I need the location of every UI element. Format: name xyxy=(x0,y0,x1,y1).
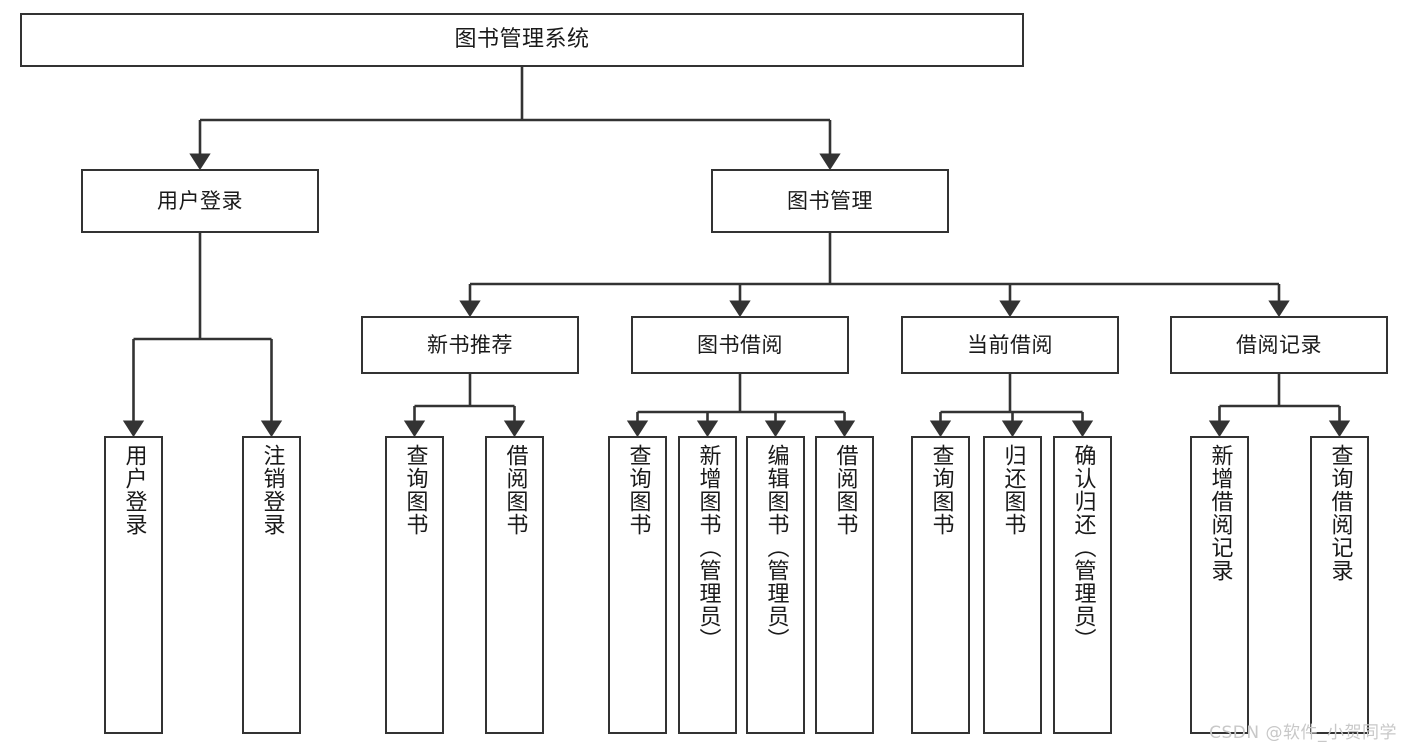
node-borrow-record[interactable]: 借阅记录 xyxy=(1170,316,1388,374)
node-label: 编辑图书（管理员） xyxy=(763,444,789,651)
node-label: 查询图书 xyxy=(928,444,954,536)
node-leaf-query-book-1[interactable]: 查询图书 xyxy=(385,436,444,734)
node-leaf-add-book[interactable]: 新增图书（管理员） xyxy=(678,436,737,734)
node-leaf-user-login[interactable]: 用户登录 xyxy=(104,436,163,734)
node-label: 新增图书（管理员） xyxy=(695,444,721,651)
node-root[interactable]: 图书管理系统 xyxy=(20,13,1024,67)
node-book-borrow[interactable]: 图书借阅 xyxy=(631,316,849,374)
node-label: 图书管理系统 xyxy=(454,27,590,53)
node-leaf-borrow-book-2[interactable]: 借阅图书 xyxy=(815,436,874,734)
node-leaf-query-book-2[interactable]: 查询图书 xyxy=(608,436,667,734)
node-book-manage[interactable]: 图书管理 xyxy=(711,169,949,233)
node-label: 归还图书 xyxy=(1000,444,1026,536)
node-leaf-add-record[interactable]: 新增借阅记录 xyxy=(1190,436,1249,734)
node-label: 图书管理 xyxy=(787,188,873,213)
node-leaf-query-record[interactable]: 查询借阅记录 xyxy=(1310,436,1369,734)
node-leaf-borrow-book-1[interactable]: 借阅图书 xyxy=(485,436,544,734)
node-current-borrow[interactable]: 当前借阅 xyxy=(901,316,1119,374)
node-label: 借阅图书 xyxy=(502,444,528,536)
node-leaf-edit-book[interactable]: 编辑图书（管理员） xyxy=(746,436,805,734)
node-label: 查询图书 xyxy=(402,444,428,536)
node-user-login[interactable]: 用户登录 xyxy=(81,169,319,233)
node-leaf-return-book[interactable]: 归还图书 xyxy=(983,436,1042,734)
node-label: 用户登录 xyxy=(121,444,147,536)
node-leaf-query-book-3[interactable]: 查询图书 xyxy=(911,436,970,734)
node-label: 注销登录 xyxy=(259,444,285,536)
node-label: 新书推荐 xyxy=(427,332,513,357)
node-label: 图书借阅 xyxy=(697,332,783,357)
node-new-book-recommend[interactable]: 新书推荐 xyxy=(361,316,579,374)
node-label: 当前借阅 xyxy=(967,332,1053,357)
node-leaf-logout[interactable]: 注销登录 xyxy=(242,436,301,734)
node-leaf-confirm-return[interactable]: 确认归还（管理员） xyxy=(1053,436,1112,734)
node-label: 确认归还（管理员） xyxy=(1070,444,1096,651)
node-label: 查询借阅记录 xyxy=(1327,444,1353,582)
csdn-watermark: CSDN @软件_小贺同学 xyxy=(1209,723,1397,743)
node-label: 新增借阅记录 xyxy=(1207,444,1233,582)
node-label: 用户登录 xyxy=(157,188,243,213)
node-label: 借阅记录 xyxy=(1236,332,1322,357)
node-label: 借阅图书 xyxy=(832,444,858,536)
node-label: 查询图书 xyxy=(625,444,651,536)
